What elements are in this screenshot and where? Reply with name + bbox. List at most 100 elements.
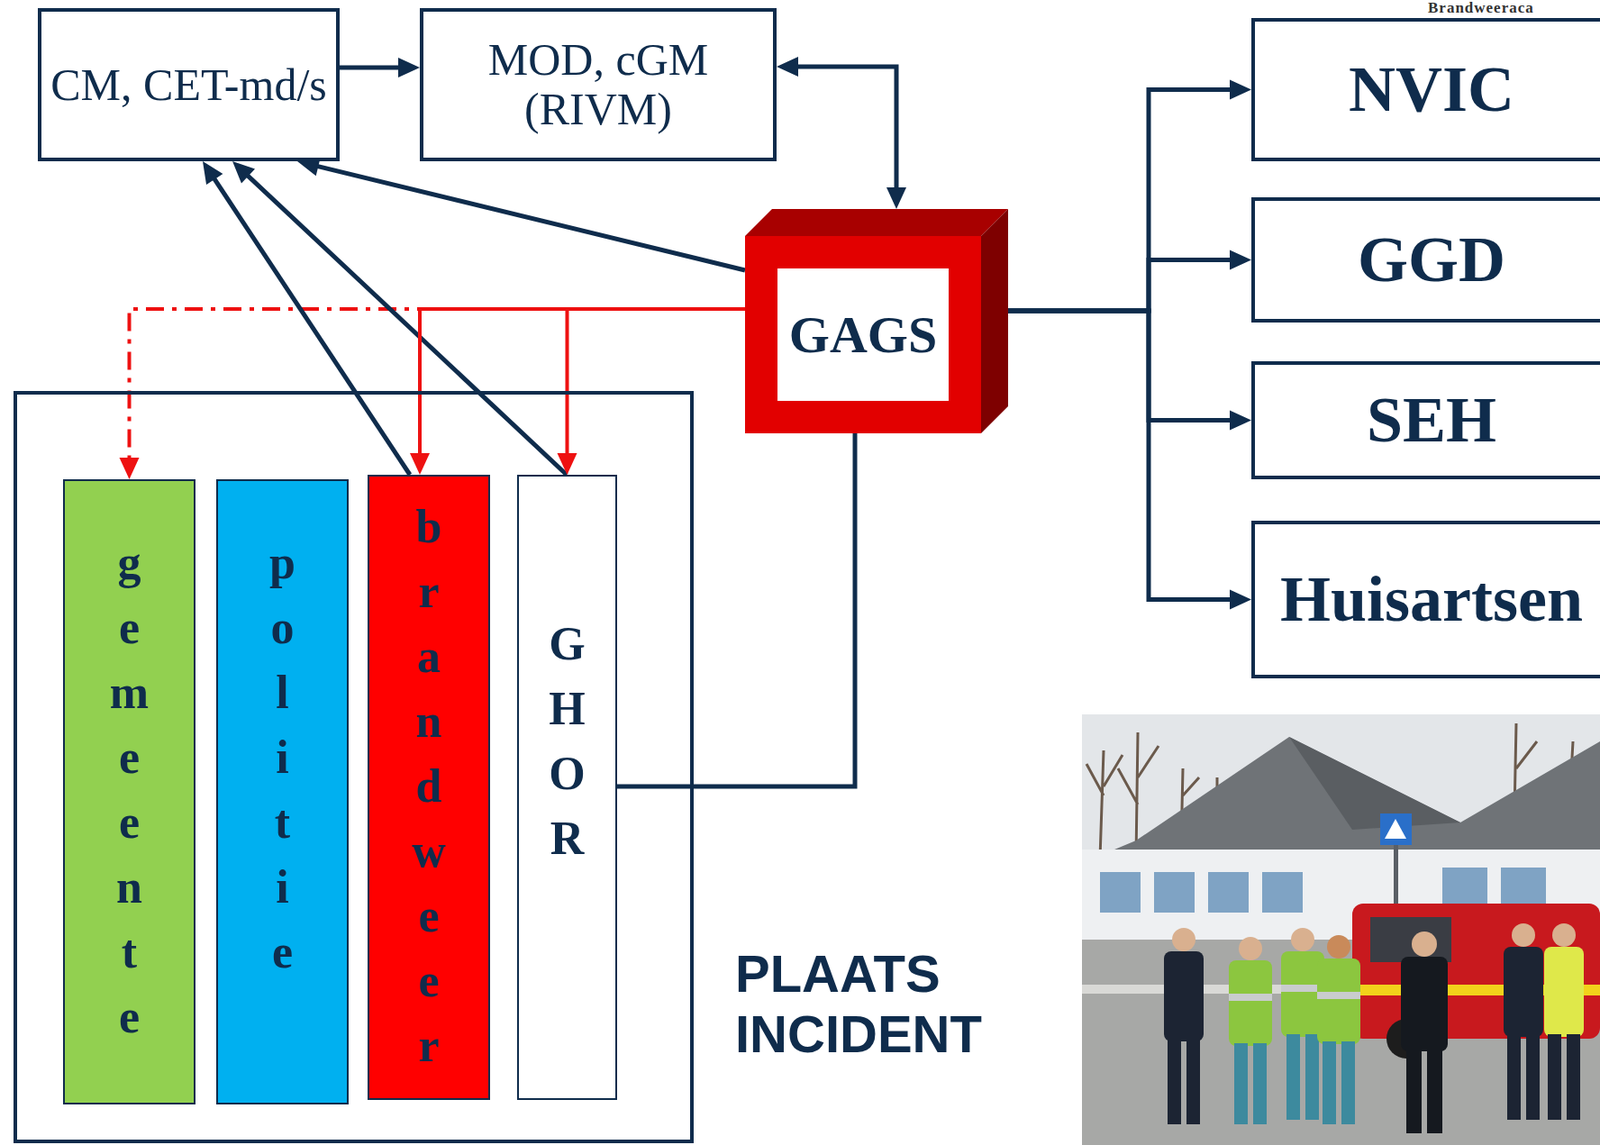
arrow-head <box>398 57 420 78</box>
frame-inner <box>777 268 949 401</box>
band-label: gemeente <box>81 530 178 1050</box>
person-leg <box>1305 1034 1319 1120</box>
target-box: Huisartsen <box>1251 520 1600 679</box>
person-leg <box>1322 1041 1337 1125</box>
photo-window <box>1208 872 1249 913</box>
region-heading: PLAATS INCIDENT <box>735 944 1033 1064</box>
arrow-head <box>232 161 255 183</box>
connector-line <box>1008 260 1239 312</box>
person <box>1228 936 1273 1125</box>
arrow-head <box>1229 590 1252 610</box>
connector-arrow <box>202 161 410 475</box>
band-label: GHOR <box>518 611 616 872</box>
photo-sky <box>1081 714 1600 1145</box>
connector-line <box>309 163 746 271</box>
central-box: GAGS <box>745 209 1009 434</box>
photo-ground <box>1081 939 1600 1145</box>
red-vehicle <box>1352 903 1600 1059</box>
person-body <box>1503 946 1544 1037</box>
band-label: brandweer <box>381 494 478 1079</box>
person <box>1400 931 1448 1134</box>
connector-arrow <box>1008 80 1252 312</box>
person-leg <box>1427 1047 1443 1134</box>
arrow-head <box>1229 80 1252 100</box>
photo-roof-shade <box>1289 736 1461 830</box>
person-leg <box>1167 1038 1182 1125</box>
connector-line <box>1008 90 1239 312</box>
connector-line <box>567 309 746 463</box>
person-head <box>1552 923 1576 947</box>
connector-line <box>129 309 746 467</box>
connector-arrow <box>232 161 567 475</box>
photo-window <box>1154 872 1195 913</box>
connector-arrow <box>1008 310 1252 431</box>
person-head <box>1511 923 1536 947</box>
person-leg <box>1547 1034 1562 1120</box>
box-label: GGD <box>1357 224 1506 296</box>
connector-line <box>789 66 897 197</box>
person <box>1503 923 1544 1120</box>
photo-window <box>1100 872 1141 913</box>
person-head <box>1327 935 1351 959</box>
person-body <box>1163 951 1204 1042</box>
connector-line <box>1008 310 1239 600</box>
person-leg <box>1186 1038 1200 1125</box>
connector-line <box>1008 310 1239 421</box>
connector-line <box>617 433 855 787</box>
connector-arrow <box>1008 250 1252 312</box>
service-band: politie <box>216 479 349 1105</box>
person-leg <box>1526 1034 1540 1120</box>
person-band <box>1317 991 1361 1000</box>
person-head <box>1238 936 1263 961</box>
connector-line <box>209 172 410 475</box>
band-label: politie <box>234 530 331 985</box>
person-leg <box>1406 1047 1422 1134</box>
connector-line <box>241 170 567 475</box>
arrow-head <box>557 453 578 475</box>
connector-line <box>339 65 408 71</box>
frame-front <box>745 236 982 434</box>
person-leg <box>1507 1034 1521 1120</box>
person-head <box>1290 927 1315 952</box>
arrow-head <box>886 187 907 210</box>
box-label: MOD, cGM (RIVM) <box>423 35 773 135</box>
arrow-head <box>409 453 430 475</box>
person-head <box>1411 931 1437 957</box>
person-leg <box>1253 1043 1267 1125</box>
arrow-head <box>202 161 223 185</box>
connector-arrow <box>297 156 746 271</box>
service-band: brandweer <box>367 474 491 1100</box>
connector-arrow <box>339 57 420 78</box>
frame-top <box>745 209 1009 237</box>
photo-roof <box>1081 736 1600 864</box>
person-head <box>1172 927 1196 952</box>
connector-arrow <box>617 433 855 787</box>
person-vest <box>1317 958 1361 1045</box>
person-leg <box>1234 1043 1248 1125</box>
arrow-head <box>1229 410 1252 431</box>
arrow-head <box>776 56 799 77</box>
arrow-head <box>119 457 140 480</box>
incident-photo <box>1081 714 1600 1145</box>
box-label: Huisartsen <box>1280 563 1583 636</box>
person <box>1163 927 1204 1125</box>
person-leg <box>1286 1034 1300 1120</box>
service-band: GHOR <box>517 474 618 1100</box>
box-label: CM, CET-md/s <box>50 60 328 110</box>
frame-side <box>981 209 1009 434</box>
person <box>1544 923 1584 1120</box>
incident-region: PLAATS INCIDENTgemeentepolitiebrandweerG… <box>13 390 694 1144</box>
target-box: NVIC <box>1251 18 1600 162</box>
vehicle-window <box>1370 917 1452 963</box>
person-vest <box>1544 946 1584 1037</box>
process-box: CM, CET-md/s <box>37 8 340 162</box>
traffic-sign-mark <box>1384 818 1407 839</box>
process-box: MOD, cGM (RIVM) <box>419 8 777 162</box>
box-label: SEH <box>1366 384 1497 456</box>
arrow-head <box>1229 250 1252 271</box>
person-vest <box>1228 960 1273 1046</box>
person <box>1317 935 1361 1125</box>
person-body <box>1400 956 1448 1052</box>
service-band: gemeente <box>63 479 196 1105</box>
